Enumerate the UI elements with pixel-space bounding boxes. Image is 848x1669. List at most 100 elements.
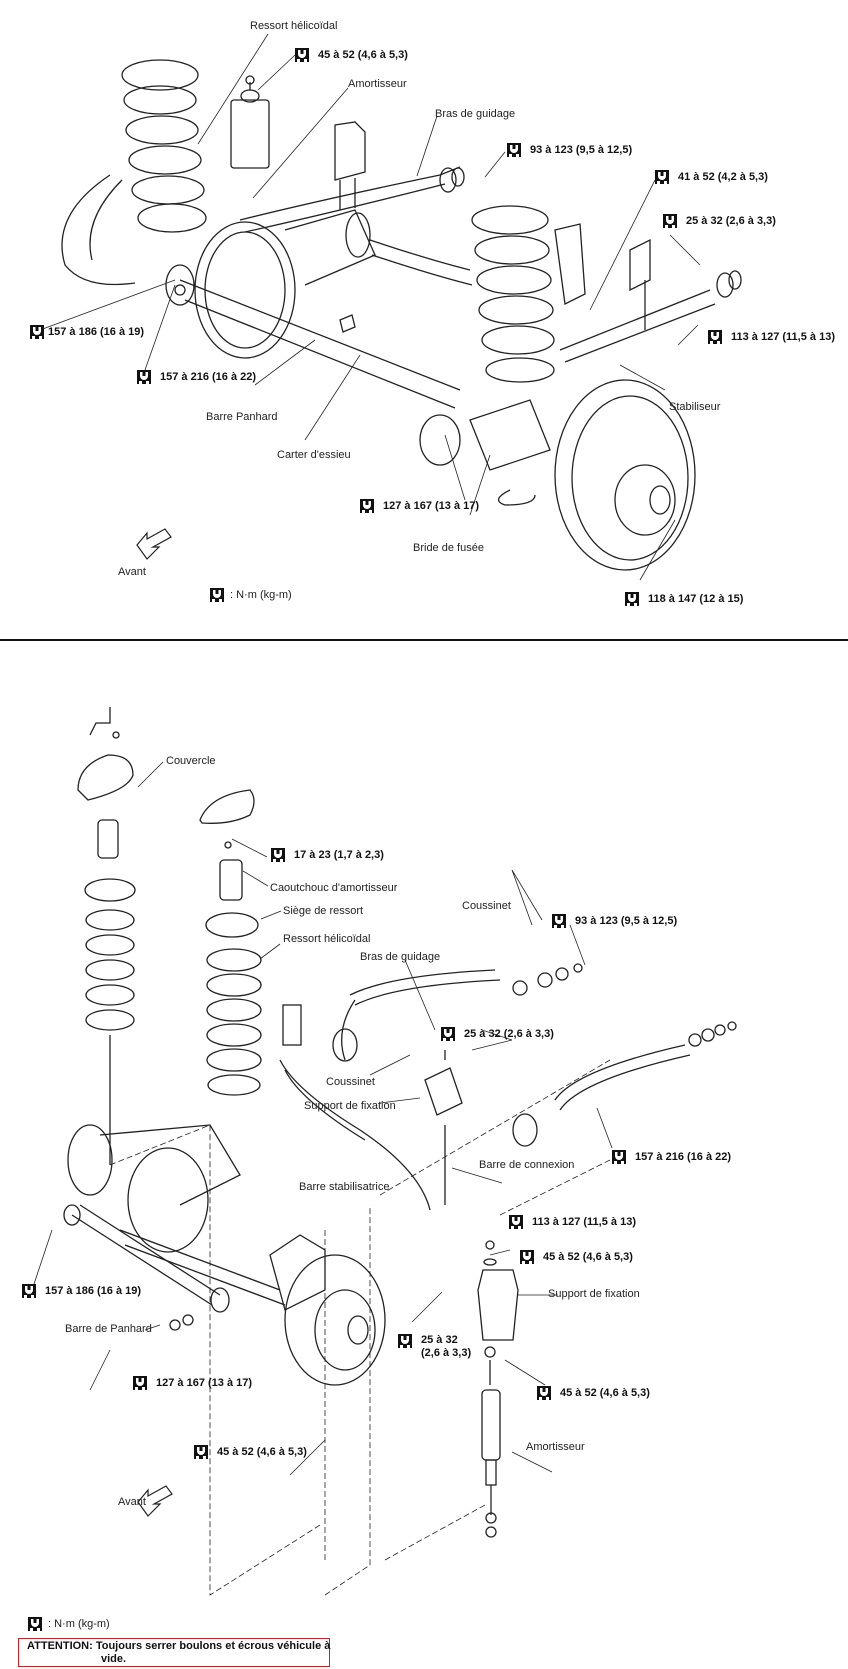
torque-wrench-icon — [360, 499, 374, 513]
label-caoutchouc-d-amortisseur: Caoutchouc d'amortisseur — [270, 882, 398, 894]
torque-callout: 157 à 186 (16 à 19) — [30, 325, 144, 339]
label-stabiliseur: Stabiliseur — [669, 401, 721, 413]
top-right-bracket — [629, 238, 651, 292]
torque-callout: 25 à 32(2,6 à 3,3) — [398, 1334, 471, 1360]
label-avant: Avant — [118, 1496, 146, 1508]
bottom-front-arrow-icon — [137, 1485, 173, 1517]
torque-value: 41 à 52 (4,2 à 5,3) — [678, 171, 768, 183]
torque-value-unit: (2,6 à 3,3) — [421, 1347, 472, 1359]
attention-line-2: vide. — [101, 1653, 127, 1665]
label-barre-stabilisatrice: Barre stabilisatrice — [299, 1181, 390, 1193]
torque-value: 93 à 123 (9,5 à 12,5) — [575, 915, 678, 927]
torque-callout: 93 à 123 (9,5 à 12,5) — [552, 914, 677, 928]
torque-wrench-icon — [507, 143, 521, 157]
torque-callout: 157 à 216 (16 à 22) — [612, 1150, 731, 1164]
torque-callout: 25 à 32 (2,6 à 3,3) — [441, 1027, 554, 1041]
torque-wrench-icon — [398, 1334, 412, 1348]
label-avant: Avant — [118, 566, 146, 578]
bottom-stabilizer-bar — [279, 1059, 431, 1211]
bottom-middle-stack — [199, 789, 262, 1096]
torque-callout: 113 à 127 (11,5 à 13) — [708, 330, 835, 344]
torque-wrench-icon — [625, 592, 639, 606]
label-coussinet: Coussinet — [326, 1076, 375, 1088]
torque-callout: 118 à 147 (12 à 15) — [625, 592, 743, 606]
label-siege-de-ressort: Siège de ressort — [283, 905, 364, 917]
torque-wrench-icon — [137, 370, 151, 384]
torque-value: 45 à 52 (4,6 à 5,3) — [560, 1387, 650, 1399]
top-knuckle-hub — [419, 379, 696, 571]
torque-wrench-icon — [271, 848, 285, 862]
torque-wrench-icon — [22, 1284, 36, 1298]
torque-wrench-icon — [509, 1215, 523, 1229]
torque-wrench-icon — [441, 1027, 455, 1041]
torque-wrench-icon — [663, 214, 677, 228]
torque-value: 25 à 32 (2,6 à 3,3) — [464, 1028, 554, 1040]
torque-wrench-icon — [552, 914, 566, 928]
torque-callout: 127 à 167 (13 à 17) — [133, 1376, 252, 1390]
torque-value: 127 à 167 (13 à 17) — [156, 1377, 253, 1389]
torque-wrench-icon — [612, 1150, 626, 1164]
torque-value: 25 à 32 — [421, 1334, 458, 1346]
torque-callout: 45 à 52 (4,6 à 5,3) — [537, 1386, 650, 1400]
bottom-left-stack — [77, 707, 136, 1165]
torque-value: 17 à 23 (1,7 à 2,3) — [294, 849, 384, 861]
bottom-lower-link — [554, 1044, 691, 1111]
top-differential — [194, 209, 376, 359]
torque-value: 118 à 147 (12 à 15) — [648, 593, 744, 605]
torque-value: 113 à 127 (11,5 à 13) — [532, 1216, 636, 1228]
top-bracket-plate — [334, 121, 366, 181]
top-axle-housing — [179, 279, 461, 409]
torque-wrench-icon — [537, 1386, 551, 1400]
label-bras-de-guidage: Bras de guidage — [360, 951, 441, 963]
torque-callout: 157 à 216 (16 à 22) — [137, 370, 256, 384]
label-support-de-fixation: Support de fixation — [304, 1100, 396, 1112]
top-left-coil-spring — [121, 59, 207, 233]
torque-wrench-icon — [520, 1250, 534, 1264]
torque-wrench-icon — [133, 1376, 147, 1390]
legend-text: : N·m (kg-m) — [48, 1618, 110, 1630]
top-upper-link — [239, 166, 461, 233]
torque-value: 157 à 186 (16 à 19) — [48, 326, 145, 338]
torque-wrench-icon — [708, 330, 722, 344]
attention-notice: ATTENTION: Toujours serrer boulons et éc… — [18, 1638, 330, 1667]
torque-wrench-icon — [655, 170, 669, 184]
bottom-knuckle-hub — [269, 1234, 386, 1386]
bottom-panhard-bar — [71, 1204, 221, 1306]
torque-callout: 45 à 52 (4,6 à 5,3) — [194, 1445, 307, 1459]
torque-value: 157 à 216 (16 à 22) — [635, 1151, 732, 1163]
torque-callout: 17 à 23 (1,7 à 2,3) — [271, 848, 384, 862]
torque-value: 157 à 216 (16 à 22) — [160, 371, 257, 383]
label-couvercle: Couvercle — [166, 755, 216, 767]
top-leader-lines — [39, 33, 701, 581]
top-shock-tower — [230, 75, 270, 169]
torque-callout: 157 à 186 (16 à 19) — [22, 1284, 141, 1298]
section-divider — [0, 639, 848, 641]
top-left-backing-plate — [61, 174, 136, 286]
torque-value: 45 à 52 (4,6 à 5,3) — [543, 1251, 633, 1263]
bottom-shock-absorber — [477, 1240, 519, 1538]
bottom-assembly-guides — [109, 1059, 621, 1596]
label-carter-d-essieu: Carter d'essieu — [277, 449, 351, 461]
torque-value: 113 à 127 (11,5 à 13) — [731, 331, 835, 343]
torque-unit-legend: : N·m (kg-m) — [210, 588, 292, 602]
label-bride-de-fusee: Bride de fusée — [413, 542, 484, 554]
label-amortisseur: Amortisseur — [526, 1441, 585, 1453]
bottom-upper-link — [341, 969, 501, 1061]
torque-wrench-icon — [295, 48, 309, 62]
top-front-arrow-icon — [136, 528, 172, 560]
label-coussinet: Coussinet — [462, 900, 511, 912]
torque-callout: 41 à 52 (4,2 à 5,3) — [655, 170, 768, 184]
torque-value: 93 à 123 (9,5 à 12,5) — [530, 144, 633, 156]
torque-callout: 93 à 123 (9,5 à 12,5) — [507, 143, 632, 157]
label-ressort-helicoidal: Ressort hélicoïdal — [250, 20, 338, 32]
label-amortisseur: Amortisseur — [348, 78, 407, 90]
torque-callout: 127 à 167 (13 à 17) — [360, 499, 479, 513]
bottom-support-bracket — [424, 1067, 463, 1116]
torque-value: 45 à 52 (4,6 à 5,3) — [217, 1446, 307, 1458]
torque-value-stack: 25 à 32(2,6 à 3,3) — [421, 1334, 471, 1360]
torque-wrench-icon — [194, 1445, 208, 1459]
torque-value: 157 à 186 (16 à 19) — [45, 1285, 142, 1297]
torque-value: 127 à 167 (13 à 17) — [383, 500, 480, 512]
torque-wrench-icon — [210, 588, 224, 602]
label-support-de-fixation: Support de fixation — [548, 1288, 640, 1300]
